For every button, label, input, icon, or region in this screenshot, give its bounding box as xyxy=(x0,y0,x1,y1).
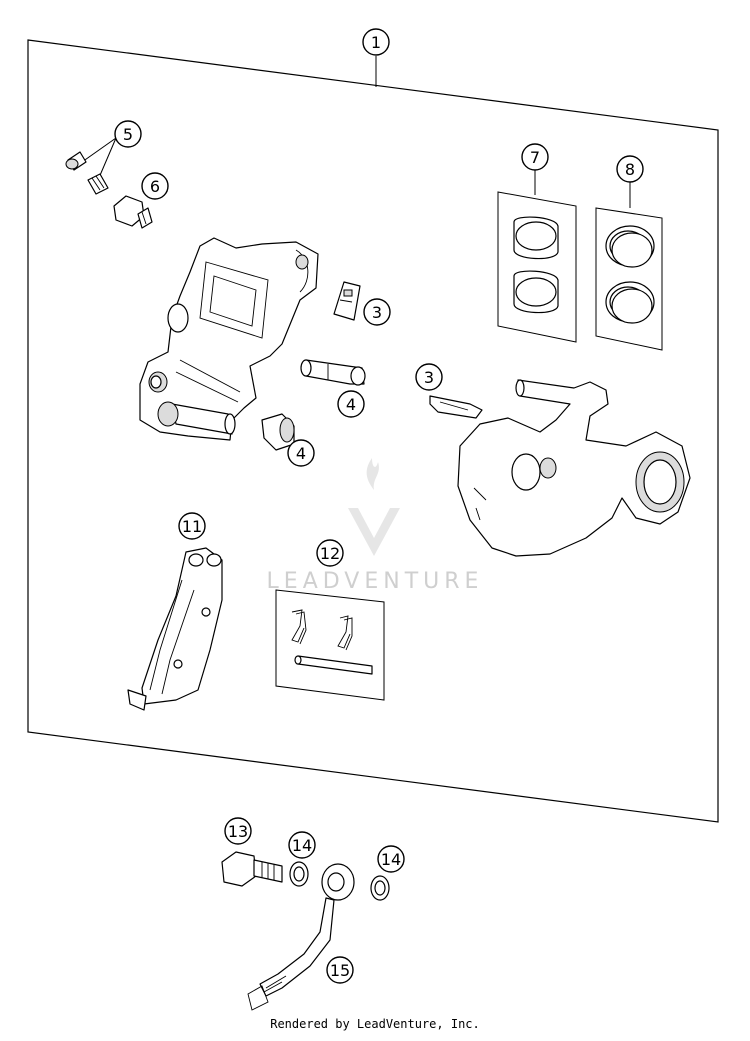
callout-13: 13 xyxy=(224,817,252,845)
svg-text:14: 14 xyxy=(292,836,312,855)
plug-screw-part xyxy=(113,195,153,229)
svg-text:4: 4 xyxy=(296,444,306,463)
svg-text:14: 14 xyxy=(381,850,401,869)
svg-text:12: 12 xyxy=(320,544,340,563)
callout-11: 11 xyxy=(178,512,206,540)
bushing-part xyxy=(261,413,295,451)
sealing-washer-right xyxy=(370,875,390,901)
svg-text:8: 8 xyxy=(625,160,635,179)
callout-15: 15 xyxy=(326,956,354,984)
brake-pad-part xyxy=(127,547,223,711)
piston-kit-part xyxy=(497,191,577,343)
svg-text:15: 15 xyxy=(330,961,350,980)
svg-text:1: 1 xyxy=(371,33,381,52)
svg-text:5: 5 xyxy=(123,125,133,144)
retaining-spring-part xyxy=(333,281,361,321)
callout-6: 6 xyxy=(141,172,169,200)
caliper-body xyxy=(139,237,319,441)
guide-pin-part xyxy=(300,359,366,386)
brake-hose-part xyxy=(247,863,355,1011)
svg-text:3: 3 xyxy=(424,368,434,387)
callout-4-lower: 4 xyxy=(287,439,315,467)
callout-12: 12 xyxy=(316,539,344,567)
leadventure-watermark: LEADVENTURE xyxy=(267,458,484,594)
svg-text:6: 6 xyxy=(150,177,160,196)
watermark-text: LEADVENTURE xyxy=(267,569,484,594)
callout-8: 8 xyxy=(616,155,644,183)
leader-lines xyxy=(81,56,631,208)
callout-3-upper: 3 xyxy=(363,298,391,326)
callout-14-left: 14 xyxy=(288,831,316,859)
bleed-screw-part xyxy=(65,151,109,195)
render-credit: Rendered by LeadVenture, Inc. xyxy=(270,1017,480,1031)
svg-text:4: 4 xyxy=(346,395,356,414)
callout-7: 7 xyxy=(521,143,549,171)
seal-kit-part xyxy=(595,207,663,351)
callout-14-right: 14 xyxy=(377,845,405,873)
callout-3-right: 3 xyxy=(415,363,443,391)
callout-5: 5 xyxy=(114,120,142,148)
svg-text:7: 7 xyxy=(530,148,540,167)
sealing-washer-left xyxy=(289,861,309,887)
svg-text:3: 3 xyxy=(372,303,382,322)
pin-clip-kit-part xyxy=(275,589,385,701)
svg-text:13: 13 xyxy=(228,822,248,841)
caliper-bracket xyxy=(457,379,691,557)
pad-spring-part xyxy=(429,395,483,419)
banjo-bolt-part xyxy=(221,851,283,887)
svg-text:11: 11 xyxy=(182,517,202,536)
callout-4-upper: 4 xyxy=(337,390,365,418)
callout-1: 1 xyxy=(362,28,390,56)
